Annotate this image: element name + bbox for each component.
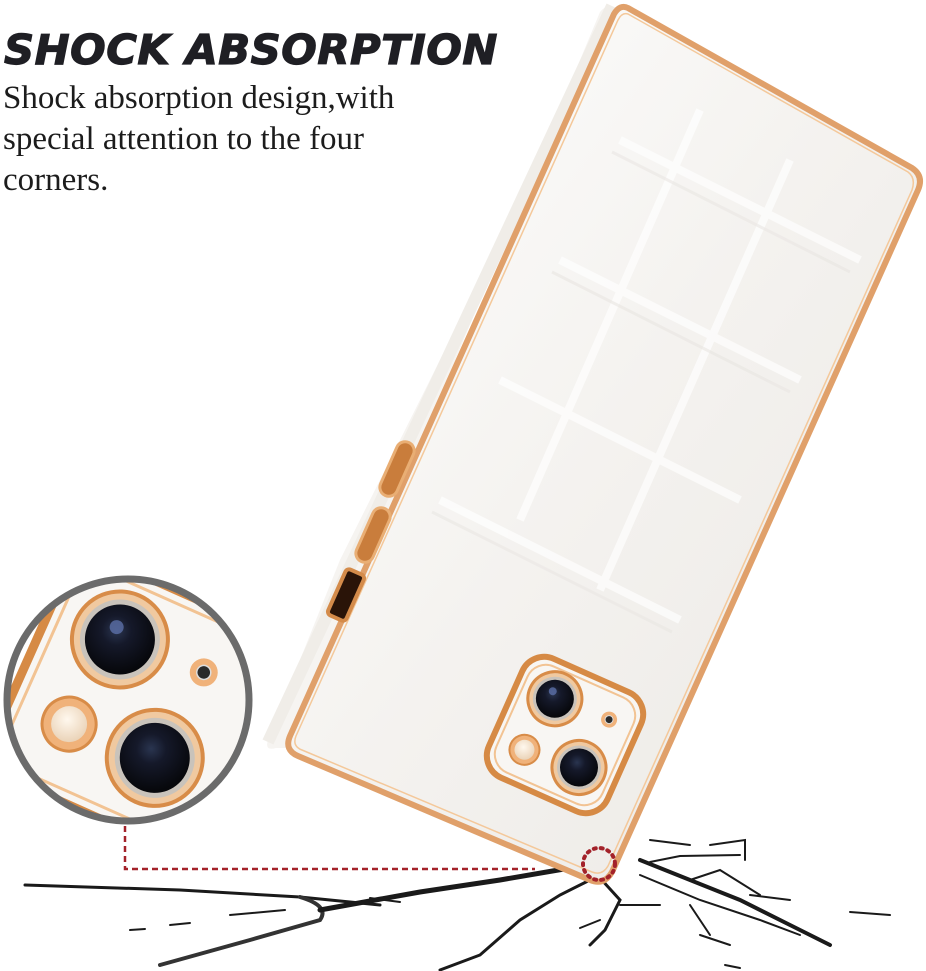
cracked-surface-icon [23, 838, 891, 971]
impact-point-marker-icon [123, 826, 617, 882]
phone-case-icon [262, 3, 923, 885]
feature-title: SHOCK ABSORPTION [3, 25, 498, 74]
zoom-callout-circle-icon [3, 575, 253, 825]
feature-description: Shock absorption design,with special att… [3, 80, 395, 198]
camera-module-icon [483, 653, 647, 817]
